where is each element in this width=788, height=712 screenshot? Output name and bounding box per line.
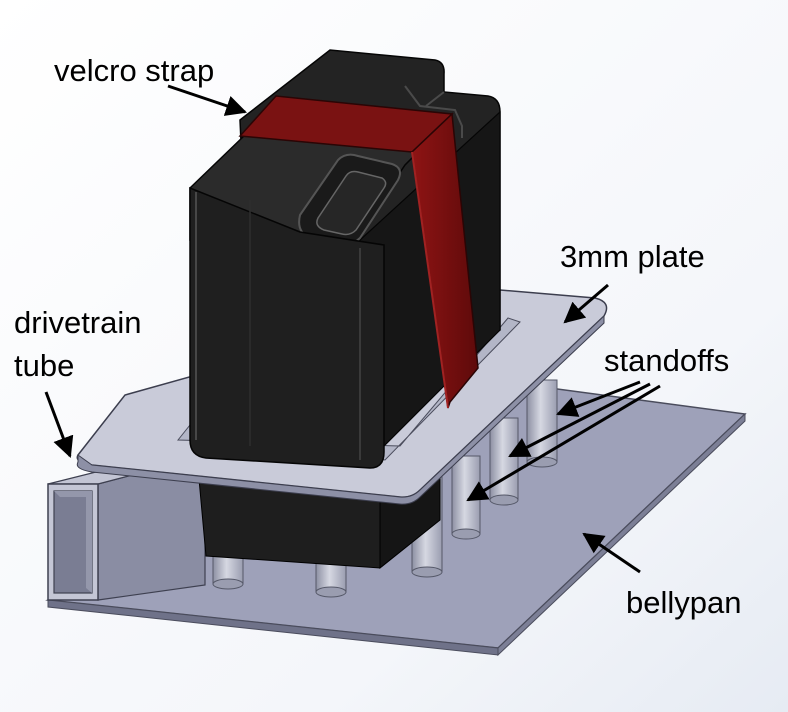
arrow-drivetrain-tube [44, 391, 74, 458]
label-plate: 3mm plate [560, 239, 705, 274]
arrow-plate [563, 283, 609, 324]
label-drivetrain-line2: tube [14, 348, 75, 383]
arrow-standoff-2 [508, 382, 651, 458]
arrow-standoff-3 [466, 384, 661, 502]
drivetrain-tube [47, 455, 206, 601]
label-drivetrain-line1: drivetrain [14, 305, 142, 340]
label-arrows [44, 84, 661, 574]
velcro-strap [238, 95, 479, 409]
arrow-bellypan [582, 532, 641, 574]
label-bellypan: bellypan [626, 585, 742, 620]
label-velcro-strap: velcro strap [54, 53, 215, 88]
arrow-velcro-strap [167, 84, 247, 116]
arrow-standoff-1 [556, 380, 641, 417]
label-standoffs: standoffs [604, 343, 730, 378]
